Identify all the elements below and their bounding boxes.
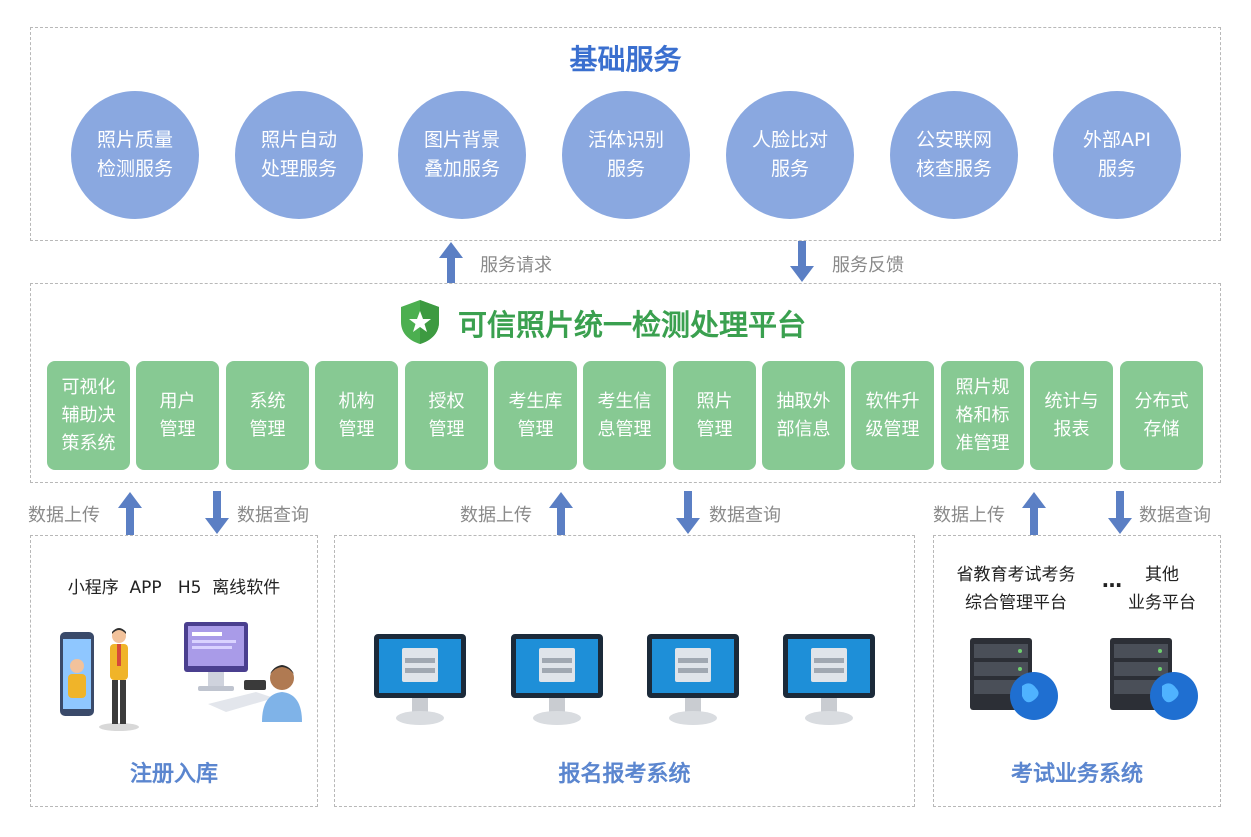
- upload-up-arrow-mid: [549, 492, 573, 535]
- registration-panel: [30, 535, 318, 807]
- monitor-icon-2: [511, 634, 603, 725]
- data-upload-label-right: 数据上传: [933, 505, 1005, 526]
- enrollment-system-name: 报名报考系统: [558, 762, 691, 787]
- module-statistics: 统计与 报表: [1030, 361, 1113, 470]
- platform-panel: [30, 283, 1221, 483]
- module-distributed-storage: 分布式 存储: [1120, 361, 1203, 470]
- module-external-info: 抽取外 部信息: [762, 361, 845, 470]
- service-external-api: 外部API 服务: [1053, 91, 1181, 219]
- query-down-arrow-right: [1108, 491, 1132, 534]
- registration-channels: 小程序 APP H5 离线软件: [67, 578, 281, 598]
- module-decision-support: 可视化 辅助决 策系统: [47, 361, 130, 470]
- query-down-arrow-mid: [676, 491, 700, 534]
- service-police-verify: 公安联网 核查服务: [890, 91, 1018, 219]
- query-down-arrow-left: [205, 491, 229, 534]
- server-globe-icon-1: [970, 638, 1058, 720]
- basic-services-panel: [30, 27, 1221, 241]
- module-org-mgmt: 机构 管理: [315, 361, 398, 470]
- service-background-overlay: 图片背景 叠加服务: [398, 91, 526, 219]
- service-request-label: 服务请求: [480, 255, 552, 276]
- computer-user-illustration: [184, 622, 302, 722]
- module-examinee-db: 考生库 管理: [494, 361, 577, 470]
- exam-platform-provincial: 省教育考试考务 综合管理平台: [956, 565, 1076, 613]
- registration-system-name: 注册入库: [129, 762, 218, 787]
- exam-platform-dots: …: [1102, 568, 1122, 592]
- exam-platform-other: 其他 业务平台: [1128, 565, 1196, 613]
- module-examinee-info: 考生信 息管理: [583, 361, 666, 470]
- monitor-icon-1: [374, 634, 466, 725]
- service-feedback-label: 服务反馈: [832, 255, 904, 276]
- phone-user-illustration: [60, 628, 139, 731]
- monitor-icon-3: [647, 634, 739, 725]
- feedback-down-arrow: [790, 241, 814, 282]
- upload-up-arrow-left: [118, 492, 142, 535]
- upload-up-arrow-right: [1022, 492, 1046, 535]
- module-auth-mgmt: 授权 管理: [405, 361, 488, 470]
- exam-business-panel: [933, 535, 1221, 807]
- module-photo-mgmt: 照片 管理: [673, 361, 756, 470]
- module-user-mgmt: 用户 管理: [136, 361, 219, 470]
- shield-star-icon: [401, 300, 439, 344]
- service-photo-auto-process: 照片自动 处理服务: [235, 91, 363, 219]
- exam-system-name: 考试业务系统: [1010, 762, 1143, 787]
- data-upload-label-mid: 数据上传: [460, 505, 532, 526]
- service-liveness: 活体识别 服务: [562, 91, 690, 219]
- enrollment-panel: [334, 535, 915, 807]
- module-software-upgrade: 软件升 级管理: [851, 361, 934, 470]
- data-query-label-right: 数据查询: [1139, 505, 1211, 526]
- service-face-compare: 人脸比对 服务: [726, 91, 854, 219]
- server-globe-icon-2: [1110, 638, 1198, 720]
- service-photo-quality: 照片质量 检测服务: [71, 91, 199, 219]
- data-query-label-left: 数据查询: [237, 505, 309, 526]
- platform-title: 可信照片统一检测处理平台: [458, 308, 807, 342]
- monitor-icon-4: [783, 634, 875, 725]
- request-up-arrow: [439, 242, 463, 283]
- module-photo-spec: 照片规 格和标 准管理: [941, 361, 1024, 470]
- data-query-label-mid: 数据查询: [709, 505, 781, 526]
- basic-services-title: 基础服务: [569, 43, 682, 76]
- module-system-mgmt: 系统 管理: [226, 361, 309, 470]
- data-upload-label-left: 数据上传: [28, 505, 100, 526]
